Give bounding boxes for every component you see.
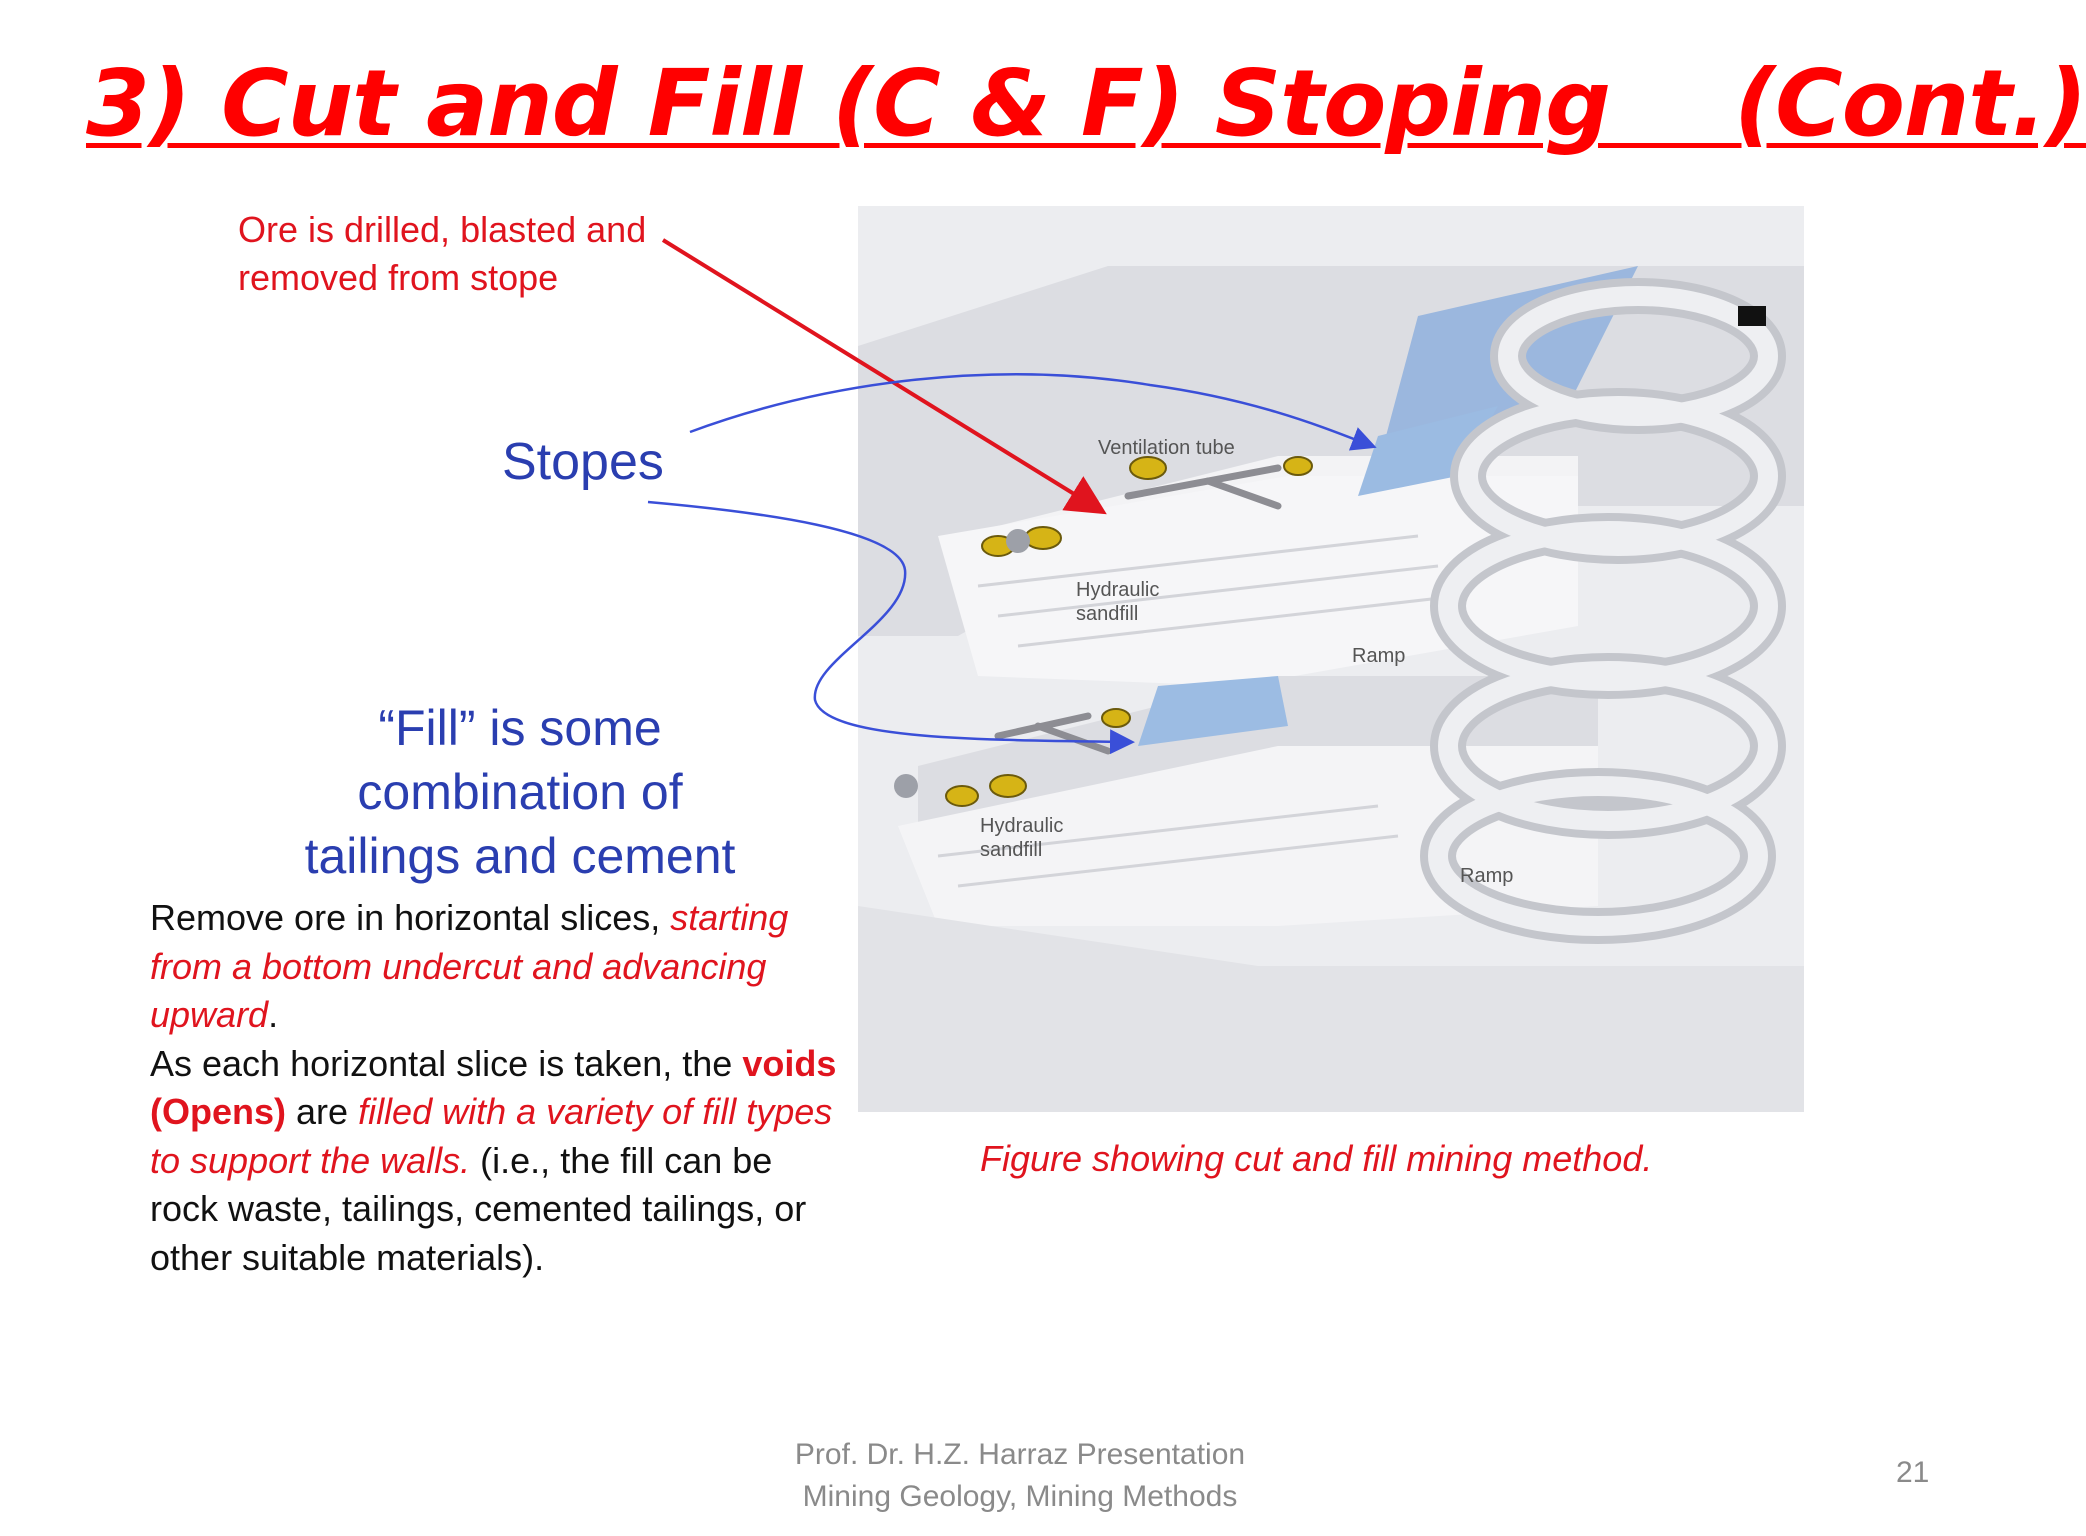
body-paragraph: Remove ore in horizontal slices, startin…	[150, 894, 850, 1282]
slide-title: 3) Cut and Fill (C & F) Stoping (Cont.)	[86, 50, 2086, 157]
body-text-emphasis: starting from a bottom undercut and adva…	[150, 897, 789, 1035]
ore-annotation-line: removed from stope	[238, 257, 559, 298]
label-hydraulic-sandfill-top: Hydraulic	[1076, 579, 1159, 601]
body-text-plain: (i.e., the fill can be rock waste, taili…	[150, 1139, 807, 1278]
footer: Prof. Dr. H.Z. Harraz Presentation Minin…	[700, 1434, 1340, 1518]
label-hydraulic-sandfill-top: sandfill	[1076, 603, 1138, 625]
footer-line: Mining Geology, Mining Methods	[802, 1480, 1238, 1513]
fill-note-line: tailings and cement	[304, 828, 736, 884]
figure-caption: Figure showing cut and fill mining metho…	[980, 1138, 1653, 1179]
label-ventilation-tube: Ventilation tube	[1098, 437, 1235, 459]
page-number: 21	[1896, 1456, 1930, 1489]
label-hydraulic-sandfill-bottom: Hydraulic	[980, 815, 1063, 837]
footer-line: Prof. Dr. H.Z. Harraz Presentation	[794, 1438, 1246, 1471]
body-text-emphasis: filled with a variety of fill types to s…	[150, 1091, 833, 1181]
body-text-plain: Remove ore in horizontal slices,	[150, 897, 671, 938]
label-ramp-lower: Ramp	[1460, 865, 1513, 887]
body-text-bold: voids (Opens)	[150, 1042, 837, 1133]
stopes-label: Stopes	[502, 433, 664, 491]
ore-annotation-line: Ore is drilled, blasted and	[238, 209, 647, 250]
fill-note-line: “Fill” is some	[378, 700, 662, 756]
label-ramp-upper: Ramp	[1352, 645, 1405, 667]
fill-note-line: combination of	[357, 764, 683, 820]
label-hydraulic-sandfill-bottom: sandfill	[980, 839, 1042, 861]
body-text-plain: .	[268, 994, 279, 1035]
ore-annotation: Ore is drilled, blasted and removed from…	[238, 206, 646, 302]
fill-note: “Fill” is some combination of tailings a…	[280, 696, 760, 888]
cut-and-fill-figure: Ventilation tube Hydraulic sandfill Ramp…	[858, 206, 1804, 1112]
body-text-plain: are	[286, 1091, 359, 1132]
body-text-plain: As each horizontal slice is taken, the	[150, 1042, 743, 1084]
